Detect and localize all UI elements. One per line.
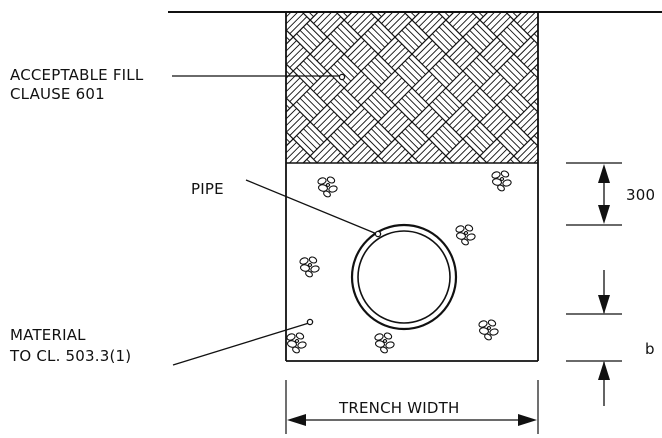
stone-cluster <box>455 224 476 246</box>
material-label-line-2: TO CL. 503.3(1) <box>9 347 131 365</box>
pipe-label: PIPE <box>191 180 224 198</box>
material-leader <box>172 318 314 366</box>
material-label-line-1: MATERIAL <box>10 326 86 344</box>
stone-cluster <box>286 332 307 354</box>
bedding-stones <box>286 170 512 354</box>
fill-label-line-1: ACCEPTABLE FILL <box>10 66 144 84</box>
acceptable-fill-hatch <box>286 12 538 163</box>
stone-cluster <box>478 319 499 341</box>
pipe-leader <box>245 179 382 238</box>
dimension-b-label: b <box>645 340 655 358</box>
dimension-b <box>566 270 622 406</box>
stone-cluster <box>317 176 338 198</box>
stone-cluster <box>299 256 320 278</box>
fill-leader <box>172 73 346 81</box>
dimension-300 <box>566 162 622 226</box>
dimension-trench-width <box>285 380 539 434</box>
trench-width-label: TRENCH WIDTH <box>338 399 459 417</box>
stone-cluster <box>491 170 512 192</box>
pipe <box>350 223 458 331</box>
fill-label-line-2: CLAUSE 601 <box>10 85 105 103</box>
stone-cluster <box>374 332 395 354</box>
dimension-300-label: 300 <box>626 186 655 204</box>
